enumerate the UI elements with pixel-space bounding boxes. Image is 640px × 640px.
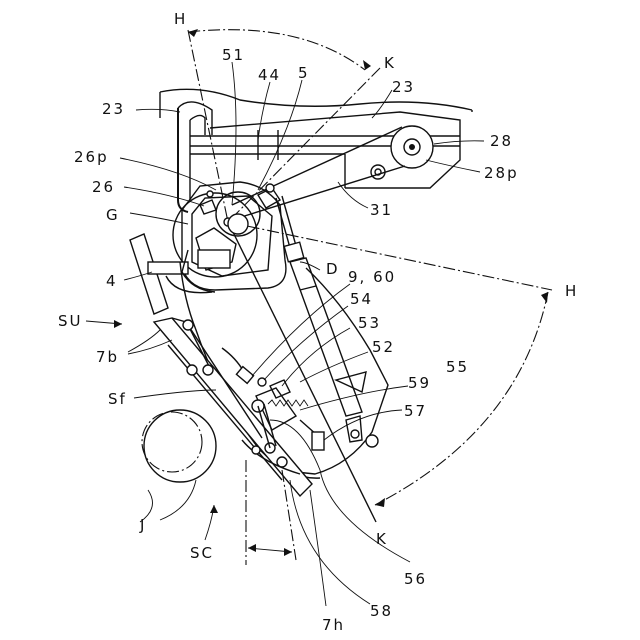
cover-pivot-top (183, 320, 193, 330)
label-53: 53 (358, 314, 381, 332)
roll-j-outer (144, 410, 216, 482)
label-52: 52 (372, 338, 395, 356)
leader-SU-arrow (114, 320, 122, 328)
label-K-top: K (384, 54, 396, 72)
roller-57 (366, 435, 378, 447)
leader-28 (434, 141, 484, 144)
leader-23-left (136, 109, 180, 112)
leader-SC-arrow (210, 505, 218, 513)
roller-58 (277, 457, 287, 467)
arc-top-h (188, 30, 365, 70)
arc-arrowhead-right-top (541, 292, 548, 303)
leader-28p (426, 160, 480, 172)
label-54: 54 (350, 290, 373, 308)
leader-7b-b (128, 340, 172, 354)
leader-56 (270, 420, 410, 562)
label-SU: SU (58, 312, 83, 330)
arc-arrowhead-right-bottom (375, 498, 385, 507)
leader-58 (290, 480, 370, 604)
leader-51 (232, 62, 236, 205)
pulley-assembly (232, 126, 433, 218)
label-56: 56 (404, 570, 427, 588)
label-58: 58 (370, 602, 393, 620)
label-28p: 28p (484, 164, 519, 182)
pin-lower-left (252, 446, 260, 454)
dim-arrow-left (248, 544, 256, 552)
pin-left-top (207, 191, 213, 197)
pivot-hub (228, 214, 248, 234)
arc-arrowhead-top-right (363, 60, 371, 70)
leader-44 (258, 82, 270, 140)
pulley-28-shaft (409, 144, 415, 150)
label-H-right: H (565, 282, 578, 300)
label-D: D (326, 260, 340, 278)
label-G: G (106, 206, 120, 224)
arc-right-h (375, 292, 548, 505)
label-57: 57 (404, 402, 427, 420)
label-23-left: 23 (102, 100, 125, 118)
roll-j (140, 410, 216, 522)
label-K-bottom: K (376, 530, 388, 548)
label-44: 44 (258, 66, 281, 84)
label-Sf: Sf (108, 390, 127, 408)
leader-G (130, 213, 188, 224)
dim-arrow-right (284, 548, 292, 556)
label-26: 26 (92, 178, 115, 196)
label-59: 59 (408, 374, 431, 392)
roll-j-leader-2 (160, 480, 196, 520)
label-7h: 7h (322, 616, 345, 634)
label-26p: 26p (74, 148, 109, 166)
gearbox-lower-block (198, 250, 230, 268)
damper-end-pin (351, 430, 359, 438)
label-31: 31 (370, 201, 393, 219)
leader-Sf (134, 390, 216, 398)
frame-bent-tube-inner (190, 115, 205, 135)
label-H-top: H (174, 10, 187, 28)
label-9-60: 9, 60 (348, 268, 396, 286)
label-28: 28 (490, 132, 513, 150)
label-SC: SC (190, 544, 214, 562)
leader-57 (324, 410, 402, 440)
leader-7b-a (128, 330, 160, 352)
pin-right-top (266, 184, 274, 192)
roll-j-dashed (142, 412, 202, 472)
leader-7h (310, 490, 326, 606)
label-4: 4 (106, 272, 118, 290)
label-23-right: 23 (392, 78, 415, 96)
cover-pivot-mid (187, 365, 197, 375)
cable-end-54 (236, 367, 253, 384)
leader-5 (258, 80, 302, 190)
label-J: J (139, 516, 146, 534)
cover-pivot-right (203, 365, 213, 375)
label-55: 55 (446, 358, 469, 376)
frame-left-pillar (178, 108, 188, 212)
block-57 (312, 432, 324, 450)
label-5: 5 (298, 64, 310, 82)
label-7b: 7b (96, 348, 119, 366)
label-51: 51 (222, 46, 245, 64)
